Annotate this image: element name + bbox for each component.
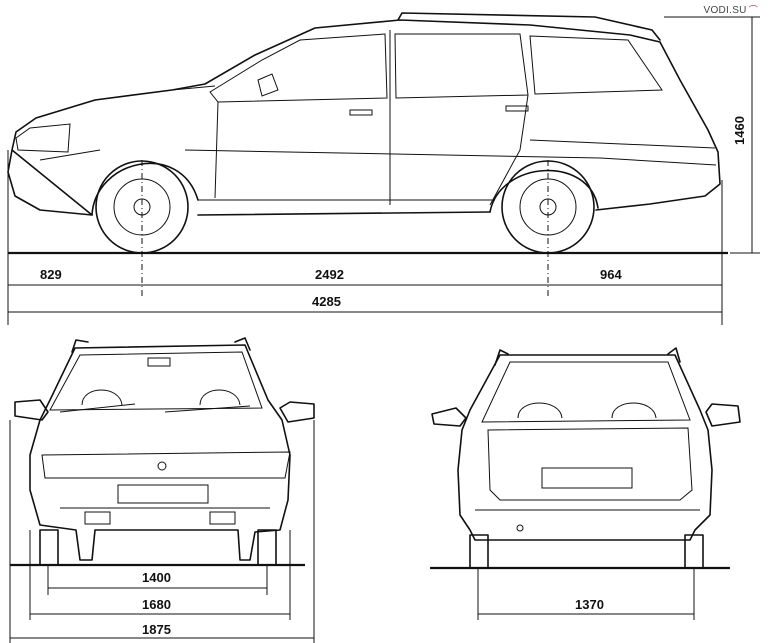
headlight-strip	[41, 451, 291, 479]
rear-overhang-label: 964	[600, 267, 622, 282]
rear-right-mirror	[705, 403, 741, 427]
front-door-edge	[214, 101, 219, 199]
exhaust-pipe	[516, 524, 524, 532]
side-dimensions: 829 2492 964 4285 1460	[7, 16, 760, 325]
side-body-outline	[7, 19, 721, 216]
front-wheel-arch	[91, 162, 199, 216]
side-mirror	[257, 73, 279, 97]
height-label: 1460	[732, 116, 747, 145]
overall-length-label: 4285	[312, 294, 341, 309]
rear-seats	[517, 402, 657, 419]
front-track-label: 1400	[142, 570, 171, 585]
front-door-window	[209, 33, 388, 103]
front-view	[10, 337, 315, 567]
side-headlight	[15, 123, 71, 153]
rear-license-plate	[541, 467, 633, 489]
body-width-label: 1680	[142, 597, 171, 612]
logo-swirl-icon: ⌒	[748, 5, 758, 15]
rear-body-outline	[457, 354, 713, 541]
rear-door-edge	[489, 94, 529, 206]
windshield	[49, 351, 263, 411]
hood-line	[35, 85, 216, 119]
front-seats	[81, 389, 241, 406]
tailgate	[487, 427, 693, 501]
front-dimensions: 1400 1680 1875	[9, 420, 315, 643]
rear-door-window	[394, 33, 529, 99]
front-door-handle	[349, 109, 373, 116]
wipers	[59, 403, 251, 413]
rear-view	[430, 347, 741, 570]
front-body-outline	[29, 344, 291, 561]
front-overhang-label: 829	[40, 267, 62, 282]
front-right-tire	[257, 529, 277, 566]
body-crease	[39, 149, 717, 166]
wheelbase-label: 2492	[315, 267, 344, 282]
front-badge	[157, 461, 167, 471]
rear-quarter-window	[529, 35, 663, 95]
rear-crease	[529, 139, 716, 149]
rear-door-handle	[505, 105, 529, 112]
rear-window	[481, 361, 691, 423]
front-left-mirror	[14, 399, 49, 421]
rearview-mirror	[147, 357, 171, 367]
roof-rail	[397, 12, 661, 41]
rear-left-mirror	[431, 407, 467, 427]
rear-dimensions: 1370	[477, 568, 695, 620]
front-right-mirror	[279, 401, 315, 423]
front-bumper-details	[60, 507, 270, 525]
front-left-tire	[39, 529, 59, 566]
watermark-text: VODI.SU	[703, 5, 747, 16]
front-license-plate	[117, 484, 209, 504]
overall-width-label: 1875	[142, 622, 171, 637]
side-view	[7, 12, 728, 298]
front-roof-rails	[71, 337, 251, 353]
rear-track-label: 1370	[575, 597, 604, 612]
watermark: VODI.SU⌒	[703, 3, 758, 16]
